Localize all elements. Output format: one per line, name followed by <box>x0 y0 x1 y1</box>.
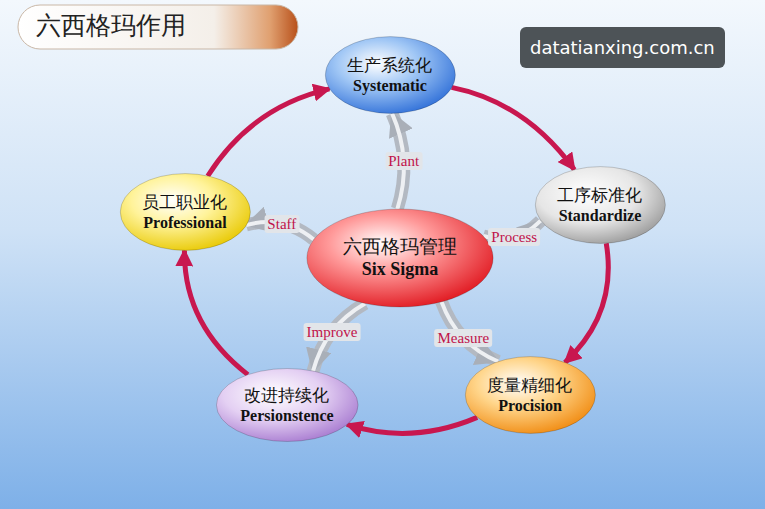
node-subtitle: Persionstence <box>240 406 333 425</box>
cycle-arrow <box>184 250 247 374</box>
edge-label: Improve <box>304 323 361 341</box>
cycle-arrow <box>208 89 330 176</box>
cycle-arrow <box>452 87 575 169</box>
ellipse-outline <box>464 355 597 435</box>
edge-label: Process <box>488 228 540 246</box>
edge-label: Plant <box>385 152 422 170</box>
node-subtitle: Procision <box>498 396 562 415</box>
cycle-arrow <box>565 243 608 362</box>
cycle-arrow <box>347 417 477 433</box>
node-subtitle: Standardize <box>559 206 642 225</box>
node-heading: 工序标准化 <box>557 185 642 206</box>
aspect-ellipse: 改进持续化Persionstence <box>215 367 360 443</box>
aspect-ellipse: 员工职业化Professional <box>119 172 252 252</box>
watermark: datatianxing.com.cn <box>520 27 725 68</box>
ellipse-outline <box>215 367 360 443</box>
ellipse-outline <box>534 165 667 245</box>
node-heading: 生产系统化 <box>347 55 432 76</box>
node-heading: 改进持续化 <box>244 385 329 406</box>
ellipse-outline <box>324 35 457 115</box>
edge-label: Measure <box>435 329 493 347</box>
ellipse-outline <box>305 207 495 309</box>
node-heading: 六西格玛管理 <box>343 235 457 259</box>
ellipse-outline <box>119 172 252 252</box>
title-tab <box>18 5 298 49</box>
node-heading: 员工职业化 <box>142 192 227 213</box>
node-heading: 度量精细化 <box>487 375 572 396</box>
center-ellipse: 六西格玛管理Six Sigma <box>305 207 495 309</box>
aspect-ellipse: 度量精细化Procision <box>464 355 597 435</box>
edge-label: Staff <box>264 215 299 233</box>
aspect-ellipse: 生产系统化Systematic <box>324 35 457 115</box>
node-subtitle: Six Sigma <box>362 259 439 281</box>
node-subtitle: Systematic <box>353 76 427 95</box>
node-subtitle: Professional <box>143 213 226 232</box>
aspect-ellipse: 工序标准化Standardize <box>534 165 667 245</box>
title: 六西格玛作用 <box>36 8 186 44</box>
